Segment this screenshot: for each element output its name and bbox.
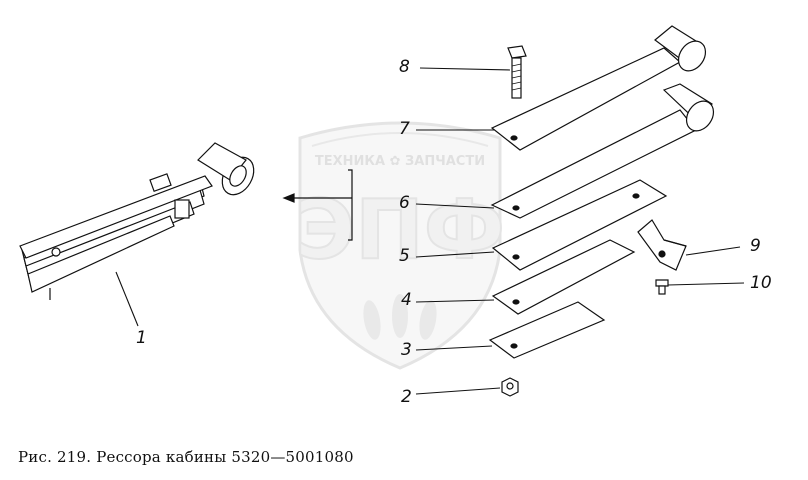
second-leaf-part — [490, 83, 715, 219]
figure-caption: Рис. 219. Рессора кабины 5320—5001080 — [18, 448, 354, 466]
callout-9: 9 — [750, 236, 761, 256]
callout-8: 8 — [399, 57, 410, 77]
spring-assembly-part — [19, 142, 255, 300]
leaf-3-part — [488, 301, 606, 359]
callout-2: 2 — [401, 387, 412, 407]
callout-1: 1 — [136, 328, 147, 348]
main-leaf-part — [490, 25, 707, 151]
callout-10: 10 — [750, 273, 772, 293]
watermark-brand-text: ТЕХНИКА ✿ ЗАПЧАСТИ — [315, 154, 485, 169]
rivet-part — [655, 279, 669, 295]
leaf-5-part — [491, 179, 668, 271]
leaf-4-part — [491, 239, 636, 315]
callout-7: 7 — [399, 119, 410, 139]
bracket-part — [637, 219, 687, 271]
leader-lines — [115, 67, 745, 395]
watermark-logo: ТЕХНИКА ✿ ЗАПЧАСТИ ЭПФ — [294, 121, 506, 370]
nut-part — [501, 377, 519, 397]
assembly-group-bracket — [282, 169, 353, 241]
bolt-part — [507, 45, 527, 99]
callout-6: 6 — [399, 193, 410, 213]
callout-5: 5 — [399, 246, 410, 266]
callout-4: 4 — [401, 290, 412, 310]
callout-3: 3 — [401, 340, 412, 360]
